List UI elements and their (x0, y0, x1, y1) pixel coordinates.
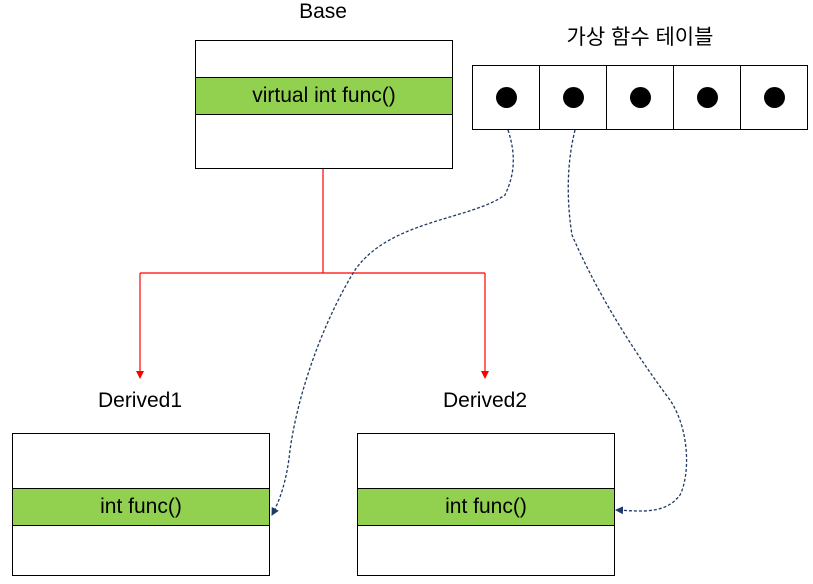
vtable-slot (473, 66, 540, 129)
vtable-slot (540, 66, 607, 129)
vtable-pointer-derived2 (567, 129, 688, 515)
base-class-box: virtual int func() (195, 40, 453, 169)
base-method-row: virtual int func() (195, 77, 453, 115)
derived1-method-label: int func() (100, 495, 182, 518)
pointer-dot (495, 87, 517, 108)
base-class-title: Base (299, 0, 347, 23)
derived2-method-label: int func() (445, 495, 527, 518)
vtable-title: 가상 함수 테이블 (566, 26, 714, 49)
derived2-class-box: int func() (357, 433, 615, 576)
vtable-slot (607, 66, 674, 129)
pointer-dot (562, 87, 584, 108)
vtable-pointer-derived1 (271, 129, 514, 516)
pointer-dot (696, 87, 718, 108)
derived1-class-box: int func() (12, 433, 270, 576)
vtable (472, 65, 808, 130)
derived2-class-title: Derived2 (442, 389, 528, 412)
base-method-label: virtual int func() (252, 84, 396, 107)
vtable-slot (741, 66, 807, 129)
vtable-slot (674, 66, 741, 129)
pointer-dot (629, 87, 651, 108)
derived2-method-row: int func() (357, 488, 615, 526)
derived1-class-title: Derived1 (97, 389, 183, 412)
pointer-dot (763, 87, 785, 108)
derived1-method-row: int func() (12, 488, 270, 526)
